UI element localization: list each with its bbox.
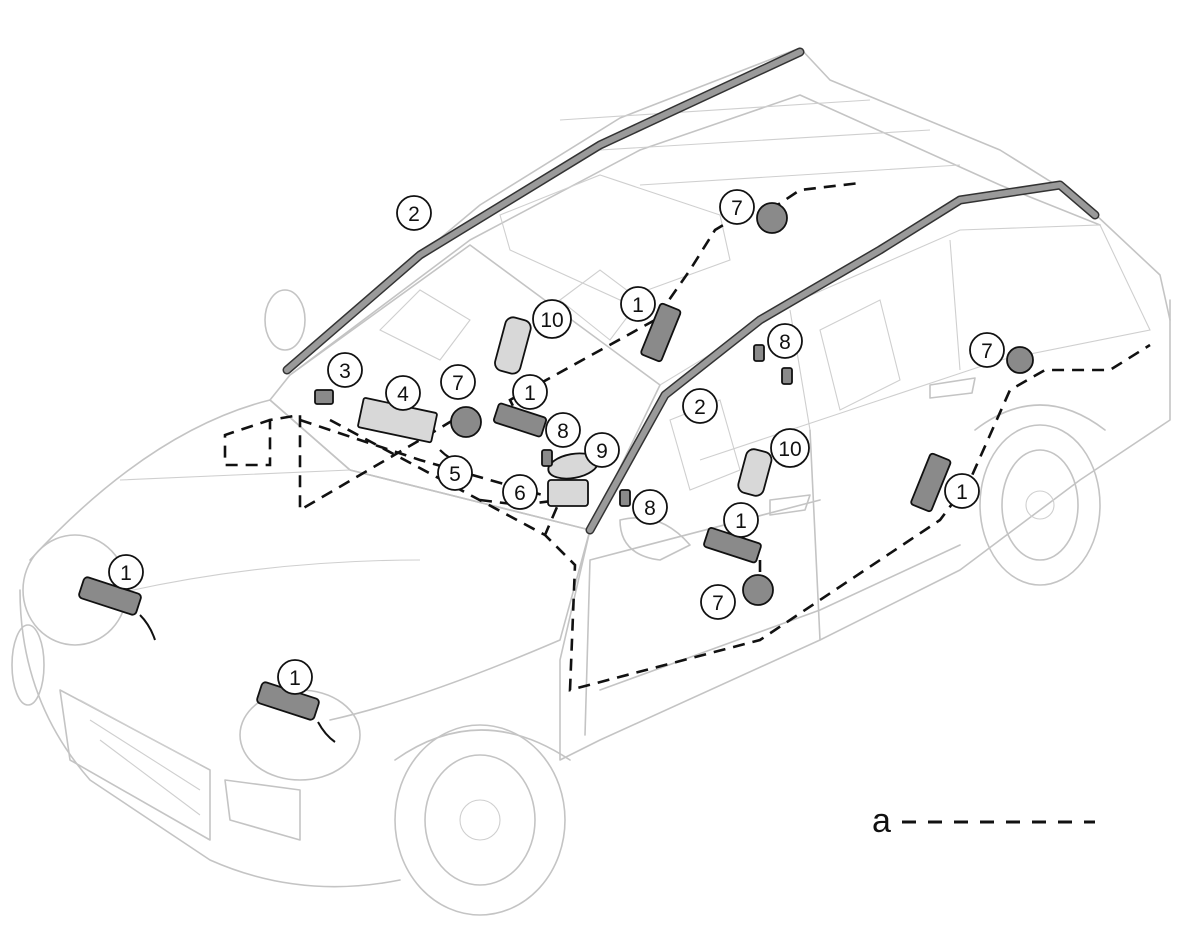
vehicle-outline: [11, 47, 1171, 916]
passenger-airbag-switch: [314, 389, 334, 405]
components: [78, 202, 1034, 743]
side-airbag-left: [494, 316, 532, 375]
sensor-b-pillar-left: [640, 302, 682, 363]
callout-7-front: 7: [440, 364, 476, 400]
svg-text:8: 8: [779, 331, 791, 354]
callout-7-roof: 7: [719, 189, 755, 225]
svg-text:7: 7: [731, 197, 743, 220]
svg-text:5: 5: [449, 463, 461, 486]
callout-7-door: 7: [700, 584, 736, 620]
wiring-harness: [223, 181, 1151, 692]
svg-text:10: 10: [778, 438, 801, 461]
connector-steering: [541, 449, 553, 467]
curtain-airbag-right: [585, 180, 1100, 535]
callout-4: 4: [385, 375, 421, 411]
callout-7-rear-right: 7: [969, 332, 1005, 368]
svg-text:2: 2: [694, 396, 706, 419]
callout-6: 6: [502, 474, 538, 510]
callout-1-front-right: 1: [277, 659, 313, 695]
svg-text:9: 9: [596, 440, 608, 463]
side-airbag-right: [737, 448, 773, 497]
callout-1-roof: 1: [620, 286, 656, 322]
svg-text:6: 6: [514, 482, 526, 505]
svg-text:1: 1: [524, 382, 536, 405]
airbag-control-unit: [547, 479, 589, 507]
connector-b-pillar: [753, 344, 765, 362]
callout-5: 5: [437, 455, 473, 491]
callout-3: 3: [327, 352, 363, 388]
svg-text:1: 1: [735, 510, 747, 533]
callout-9: 9: [584, 432, 620, 468]
connector-b-pillar-lower: [781, 367, 793, 385]
belt-tensioner-rear-right: [1006, 346, 1034, 374]
callout-10-right: 10: [770, 428, 810, 468]
callout-2-right: 2: [682, 388, 718, 424]
callout-2-left: 2: [396, 195, 432, 231]
svg-text:2: 2: [408, 203, 420, 226]
svg-text:3: 3: [339, 360, 351, 383]
svg-text:8: 8: [644, 497, 656, 520]
sensor-seat-left: [493, 402, 547, 438]
belt-tensioner-rear-left: [756, 202, 788, 234]
callout-8-a-pillar: 8: [632, 489, 668, 525]
callout-8-b-pillar: 8: [767, 323, 803, 359]
callout-8-steering: 8: [545, 412, 581, 448]
svg-text:7: 7: [452, 372, 464, 395]
belt-tensioner-front-left: [450, 406, 482, 438]
svg-text:1: 1: [120, 562, 132, 585]
callout-1-rear: 1: [944, 473, 980, 509]
callout-1-door: 1: [723, 502, 759, 538]
callout-10-left: 10: [532, 299, 572, 339]
front-sensor-left: [78, 576, 156, 641]
curtain-airbag-left: [282, 47, 805, 375]
svg-text:7: 7: [712, 592, 724, 615]
connector-a-pillar: [619, 489, 631, 507]
callout-1-front-left: 1: [108, 554, 144, 590]
svg-text:4: 4: [397, 383, 409, 406]
legend-label: a: [872, 802, 891, 840]
legend: a: [872, 802, 1095, 840]
callouts: 1 1 1 1 1 1 2 2 3 4 5 6 7 7 7 7 8 8 8 9 …: [108, 189, 1005, 695]
svg-text:8: 8: [557, 420, 569, 443]
sensor-c-pillar-right: [910, 452, 952, 513]
svg-text:10: 10: [540, 309, 563, 332]
belt-tensioner-front-right: [742, 574, 774, 606]
svg-text:1: 1: [632, 294, 644, 317]
svg-text:1: 1: [956, 481, 968, 504]
svg-text:1: 1: [289, 667, 301, 690]
callout-1-seat: 1: [512, 374, 548, 410]
svg-text:7: 7: [981, 340, 993, 363]
